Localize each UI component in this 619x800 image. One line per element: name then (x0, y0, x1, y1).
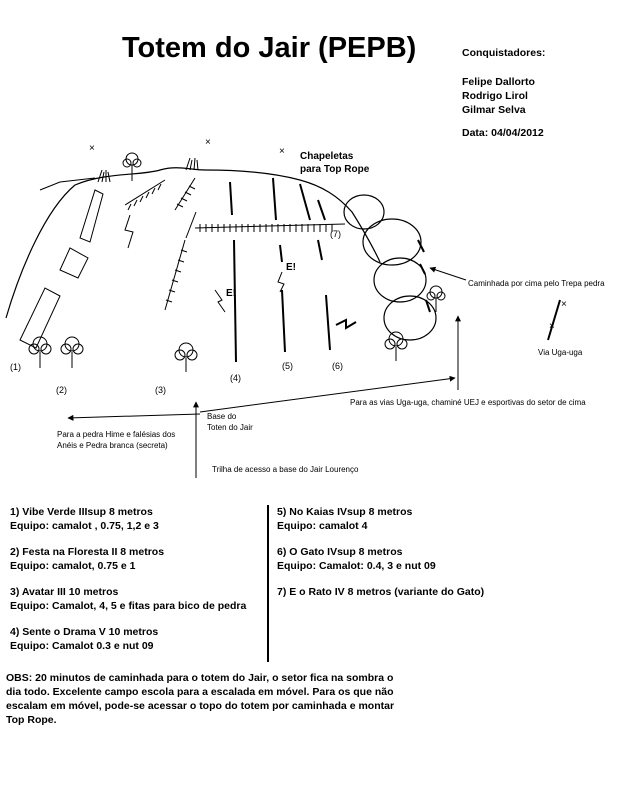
boulder (383, 295, 437, 341)
anchor-mark: × (279, 146, 285, 157)
route-gear: Equipo: Camalot: 0.4, 3 e nut 09 (277, 560, 436, 572)
route-entry: 6) O Gato IVsup 8 metros Equipo: Camalot… (277, 545, 484, 573)
route-gear: Equipo: Camalot 0.3 e nut 09 (10, 640, 154, 652)
chapeletas-label: Chapeletas (300, 151, 354, 162)
base-label: Toten do Jair (207, 423, 253, 432)
route-gear: Equipo: camalot , 0.75, 1,2 e 3 (10, 520, 159, 532)
routes-right: 5) No Kaias IVsup 8 metros Equipo: camal… (277, 505, 484, 611)
anchor-mark: × (561, 299, 567, 310)
crux-zigzag (277, 271, 285, 293)
boulder (362, 218, 422, 266)
crux-zigzag (214, 289, 226, 313)
rock-ledge (39, 177, 96, 191)
route-entry: 7) E o Rato IV 8 metros (variante do Gat… (277, 585, 484, 599)
route-ladder (124, 179, 166, 211)
caminhada-trepa-label: Caminhada por cima pelo Trepa pedra (468, 279, 605, 288)
anchor-mark: × (205, 137, 211, 148)
route-name: 1) Vibe Verde IIIsup 8 metros (10, 506, 153, 518)
route-name: 6) O Gato IVsup 8 metros (277, 546, 403, 558)
chapeletas-label: para Top Rope (300, 164, 370, 175)
anchor-mark: × (549, 321, 555, 332)
route-gear: Equipo: Camalot, 4, 5 e fitas para bico … (10, 600, 247, 612)
credits-date: Data: 04/04/2012 (462, 127, 544, 139)
route-gear: Equipo: camalot 4 (277, 520, 368, 532)
route-entry: 3) Avatar III 10 metros Equipo: Camalot,… (10, 585, 246, 613)
route-ladder (164, 239, 188, 311)
routes-left: 1) Vibe Verde IIIsup 8 metros Equipo: ca… (10, 505, 246, 665)
base-label: Base do (207, 412, 237, 421)
crack-feature (59, 247, 89, 279)
trilha-label: Trilha de acesso a base do Jair Lourenço (212, 465, 359, 474)
route-entry: 4) Sente o Drama V 10 metros Equipo: Cam… (10, 625, 246, 653)
boulder-shade (417, 239, 431, 313)
credits-heading: Conquistadores: (462, 47, 546, 59)
expo-mark: E! (226, 288, 236, 299)
para-pedra-label: Anéis e Pedra branca (secreta) (57, 441, 168, 450)
tree-icon (28, 336, 52, 368)
arrow-setor-cima (199, 375, 456, 413)
route-number: (7) (330, 229, 341, 239)
route-name: 4) Sente o Drama V 10 metros (10, 626, 159, 638)
arrow-pedra-hime (67, 413, 201, 421)
route-line-5 (272, 177, 286, 353)
route-entry: 5) No Kaias IVsup 8 metros Equipo: camal… (277, 505, 484, 533)
boulder (343, 194, 385, 230)
via-uga-line (547, 299, 561, 341)
anchor-mark: × (89, 143, 95, 154)
route-number: (6) (332, 361, 343, 371)
tree-icon (60, 336, 84, 368)
para-vias-label: Para as vias Uga-uga, chaminé UEJ e espo… (350, 398, 586, 407)
tree-icon (384, 331, 408, 361)
tree-icon (122, 152, 142, 181)
route-name: 5) No Kaias IVsup 8 metros (277, 506, 413, 518)
tree-icon (426, 285, 446, 312)
route-line-6 (299, 183, 331, 351)
credits-name: Felipe Dallorto (462, 76, 535, 88)
route-number: (3) (155, 385, 166, 395)
boulder (373, 257, 427, 303)
route-entry: 1) Vibe Verde IIIsup 8 metros Equipo: ca… (10, 505, 246, 533)
credits-name: Rodrigo Lirol (462, 90, 528, 102)
route-line-zigzag (124, 214, 134, 249)
credits-name: Gilmar Selva (462, 104, 526, 116)
route-line-3-lower (185, 211, 197, 239)
route-number: (2) (56, 385, 67, 395)
arrow-trepa (429, 266, 467, 281)
traverse-ticks (199, 224, 333, 232)
route-name: 3) Avatar III 10 metros (10, 586, 119, 598)
route-name: 7) E o Rato IV 8 metros (variante do Gat… (277, 586, 485, 598)
crux-zigzag (335, 318, 357, 330)
route-number: (4) (230, 373, 241, 383)
route-ladder (174, 177, 196, 211)
grass-icon (97, 169, 111, 183)
tree-icon (174, 342, 198, 372)
route-number: (5) (282, 361, 293, 371)
route-line-7 (317, 199, 326, 221)
para-pedra-label: Para a pedra Hime e falésias dos (57, 430, 175, 439)
route-line-4 (229, 181, 237, 363)
rock-outline (5, 167, 381, 319)
crack-feature (79, 189, 104, 243)
expo-mark: E! (286, 262, 296, 273)
route-number: (1) (10, 362, 21, 372)
via-uga-label: Via Uga-uga (538, 348, 583, 357)
crack-feature (19, 287, 61, 349)
page-title: Totem do Jair (PEPB) (122, 32, 417, 64)
route-name: 2) Festa na Floresta II 8 metros (10, 546, 165, 558)
grass-icon (185, 157, 199, 171)
route-gear: Equipo: camalot, 0.75 e 1 (10, 560, 136, 572)
observations: OBS: 20 minutos de caminhada para o tote… (6, 672, 395, 726)
route-entry: 2) Festa na Floresta II 8 metros Equipo:… (10, 545, 246, 573)
